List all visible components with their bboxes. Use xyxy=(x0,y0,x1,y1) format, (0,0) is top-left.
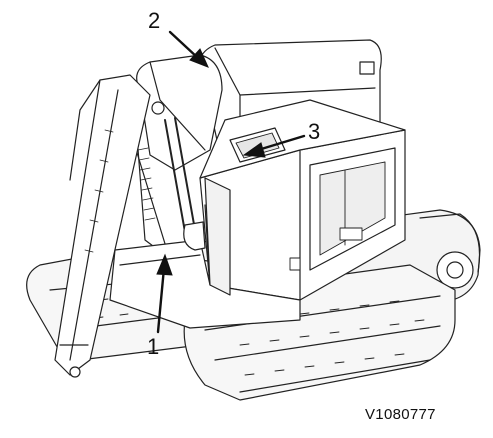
callout-arrows xyxy=(156,30,306,334)
arrow-1 xyxy=(156,253,173,334)
stick-arm xyxy=(54,74,151,378)
callout-label-2: 2 xyxy=(148,8,161,33)
operator-cab xyxy=(199,99,406,301)
callout-label-1: 1 xyxy=(147,334,160,359)
side-tank xyxy=(183,177,231,296)
figure-reference-code: V1080777 xyxy=(365,406,436,423)
callout-label-3: 3 xyxy=(308,119,321,144)
arrow-2 xyxy=(168,30,209,68)
arrow-3 xyxy=(242,134,306,158)
